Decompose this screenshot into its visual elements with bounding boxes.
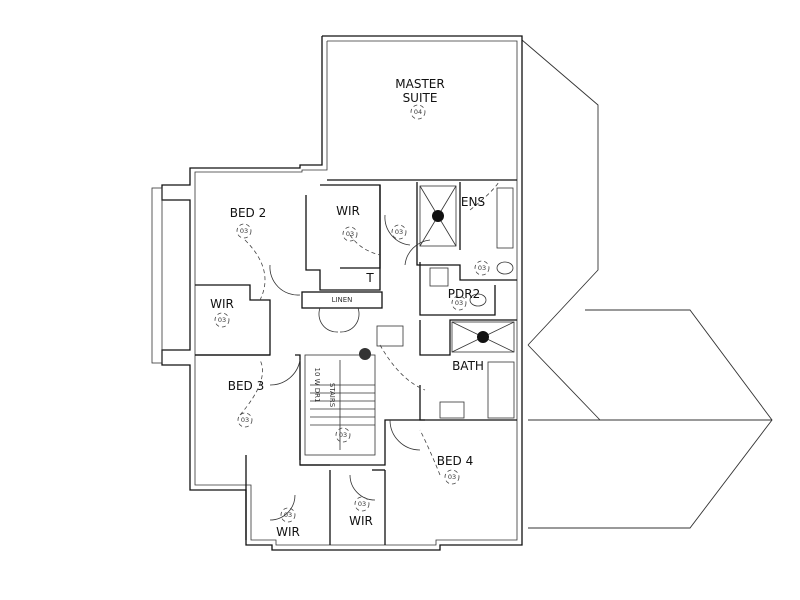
stair-label: STAIRS (328, 383, 336, 408)
room-wir-bed2: WIR 03 (210, 297, 234, 328)
room-wir-bed3: WIR 03 (276, 507, 300, 539)
circuit-tag: 03 (346, 230, 354, 238)
room-name: WIR (336, 204, 360, 218)
room-name: BATH (452, 359, 484, 373)
hallway: 03 (391, 224, 407, 240)
thermostat-mark: T (365, 271, 374, 285)
room-name: WIR (276, 525, 300, 539)
room-name: WIR (349, 514, 373, 528)
roof-outline (521, 39, 773, 529)
room-name: PDR2 (448, 287, 480, 301)
linen-label: LINEN (332, 296, 353, 304)
room-ens: ENS 03 (461, 195, 490, 276)
room-wir-bed4: WIR 03 (349, 496, 373, 528)
stair-note: 10 W DR1 (313, 368, 321, 403)
room-name: BED 4 (437, 454, 474, 468)
room-bath: BATH (452, 359, 484, 373)
interior-walls (195, 179, 517, 545)
room-name: BED 3 (228, 379, 265, 393)
electrical-circuits (239, 179, 501, 476)
circuit-tag: 04 (414, 108, 422, 116)
stair-circuit: 03 (335, 427, 351, 443)
room-wir-master: WIR 03 T (336, 204, 374, 285)
room-bed2: BED 2 03 (230, 206, 267, 239)
room-master: MASTER SUITE 04 (395, 77, 445, 120)
staircase: 10 W DR1 STAIRS (304, 354, 376, 456)
door-swings (269, 214, 431, 521)
circuit-tag: 03 (395, 228, 403, 236)
room-name: WIR (210, 297, 234, 311)
exterior-walls (151, 35, 523, 551)
room-bed3: BED 3 03 (228, 379, 265, 428)
room-name: BED 2 (230, 206, 267, 220)
room-pdr2: PDR2 03 (448, 287, 480, 311)
circuit-tag: 03 (478, 264, 486, 272)
room-name: MASTER (395, 77, 444, 91)
circuit-tag: 03 (448, 473, 456, 481)
room-bed4: BED 4 03 (437, 454, 474, 485)
room-name: ENS (461, 195, 485, 209)
circuit-tag: 03 (358, 500, 366, 508)
circuit-tag: 03 (218, 316, 226, 324)
circuit-tag: 03 (339, 431, 347, 439)
fixtures (359, 185, 515, 419)
circuit-tag: 03 (284, 511, 292, 519)
circuit-tag: 03 (455, 299, 463, 307)
room-name-line2: SUITE (403, 91, 438, 105)
circuit-tag: 03 (241, 416, 249, 424)
circuit-tag: 03 (240, 227, 248, 235)
